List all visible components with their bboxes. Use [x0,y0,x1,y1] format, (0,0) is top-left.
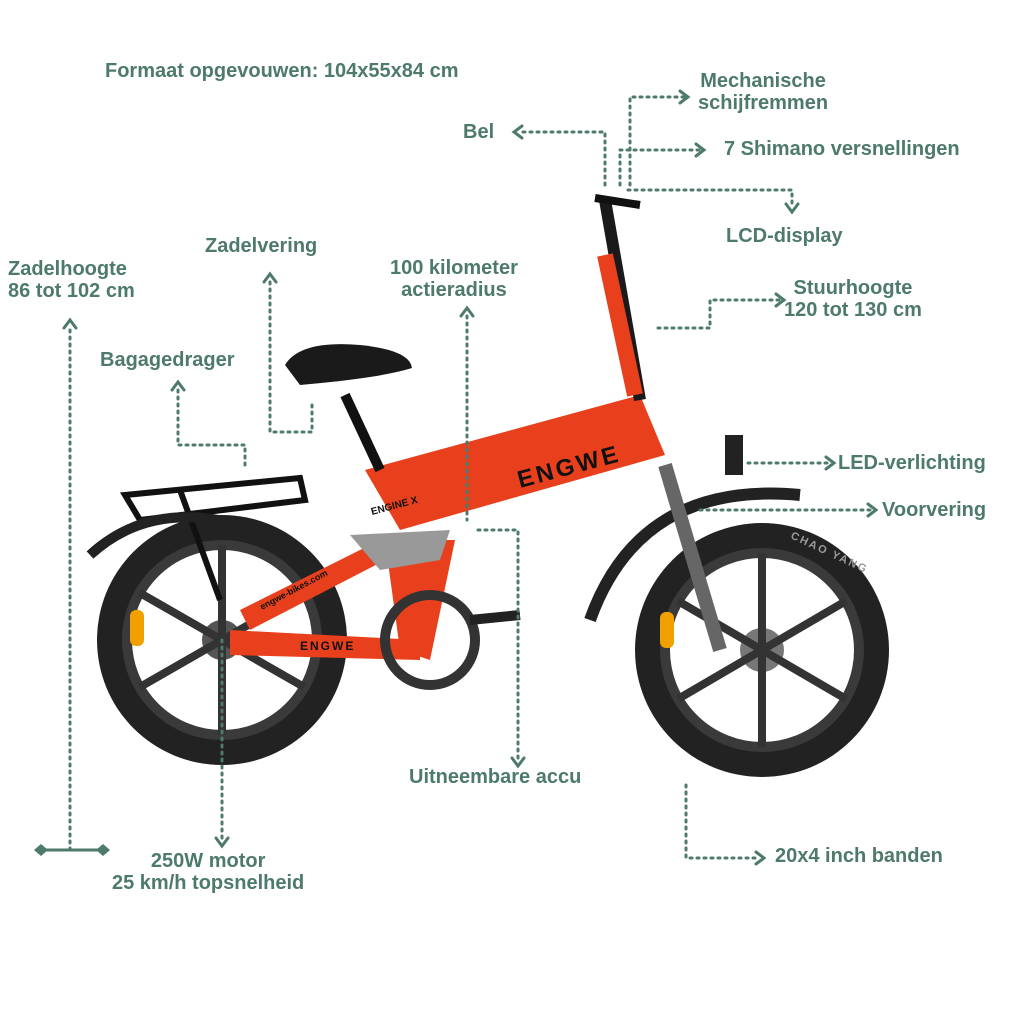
handlebar-height-line1: Stuurhoogte [793,277,913,299]
rear-rack [86,474,309,602]
battery-label: Uitneembare accu [409,766,582,788]
bike-frame [230,194,743,690]
saddle-height-line1: Zadelhoogte [8,258,127,280]
rack-label: Bagagedrager [100,349,235,371]
lighting-label: LED-verlichting [838,452,986,474]
bell-label: Bel [463,121,495,143]
range-line2: actieradius [401,279,507,301]
front-wheel [584,487,889,777]
handlebar-height-line2: 120 tot 130 cm [784,299,922,321]
tires-label: 20x4 inch banden [775,845,943,867]
callout-lines [34,89,879,866]
front-suspension-label: Voorvering [882,499,987,521]
display-label: LCD-display [726,225,843,247]
motor-line1: 250W motor [150,850,266,872]
seat-suspension-label: Zadelvering [205,235,318,257]
motor-line2: 25 km/h topsnelheid [112,872,305,894]
brand-logo-chainstay: ENGWE [300,639,355,653]
gears-label: 7 Shimano versnellingen [724,138,960,160]
brakes-line2: schijfremmen [698,92,829,114]
range-line1: 100 kilometer [390,257,518,279]
folded-size-label: Formaat opgevouwen: 104x55x84 cm [105,60,459,82]
saddle-height-line2: 86 tot 102 cm [8,280,135,302]
brakes-line1: Mechanische [700,70,826,92]
